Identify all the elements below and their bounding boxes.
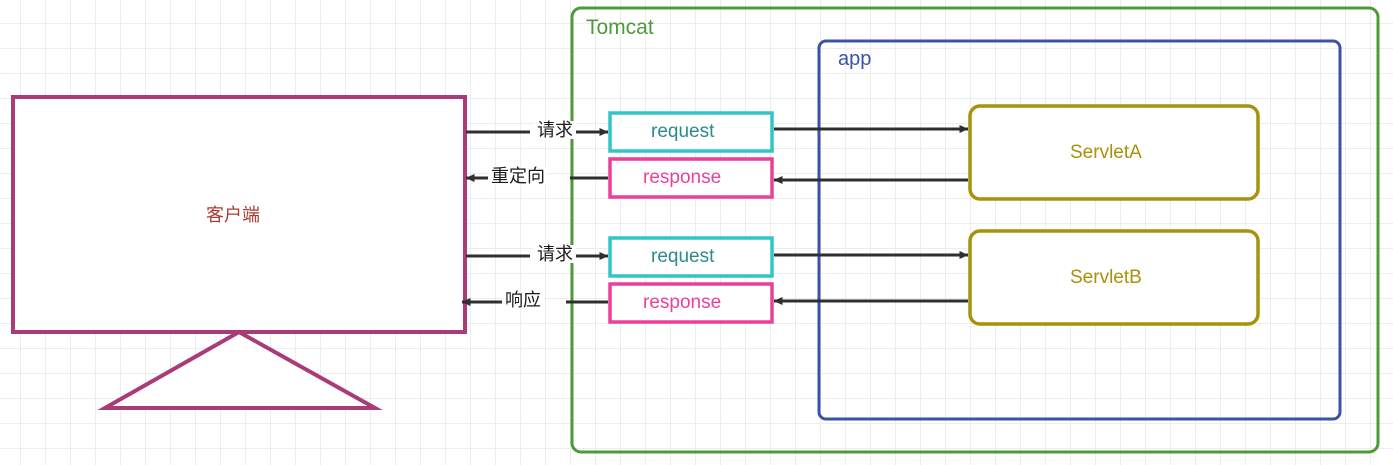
- request-box-a[interactable]: [608, 111, 774, 153]
- client-label: 客户端: [206, 205, 260, 225]
- edge-label-request-2: 请求: [534, 245, 576, 263]
- response-b-label: response: [643, 292, 722, 313]
- request-b-label: request: [651, 246, 715, 267]
- response-a-label: response: [643, 167, 722, 188]
- edge-label-redirect: 重定向: [488, 167, 548, 185]
- servlet-a-label: ServletA: [1070, 142, 1142, 163]
- app-label: app: [838, 48, 872, 70]
- request-box-b[interactable]: [608, 236, 774, 278]
- response-box-a[interactable]: [608, 157, 774, 199]
- servlet-b-label: ServletB: [1070, 267, 1142, 288]
- response-box-b[interactable]: [608, 282, 774, 324]
- edge-label-request-1: 请求: [534, 121, 576, 139]
- request-a-label: request: [651, 121, 715, 142]
- app-container[interactable]: [817, 39, 1342, 421]
- tomcat-label: Tomcat: [586, 16, 654, 39]
- servlet-b-box[interactable]: [968, 229, 1260, 326]
- edge-label-response: 响应: [502, 291, 544, 309]
- servlet-a-box[interactable]: [968, 104, 1260, 201]
- client-stand-icon: [97, 329, 383, 410]
- tomcat-container[interactable]: [570, 6, 1380, 454]
